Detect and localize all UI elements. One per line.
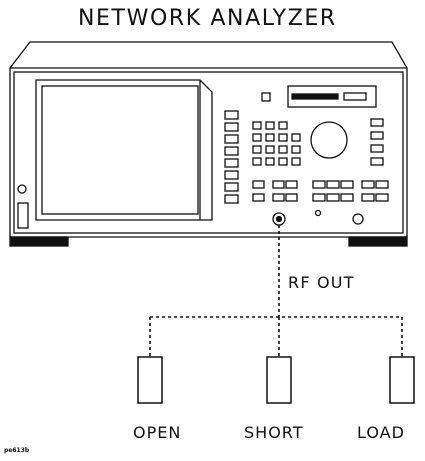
disk-drive <box>287 85 377 108</box>
load-standard <box>389 356 415 404</box>
power-indicator <box>17 184 27 194</box>
softkeys <box>224 110 239 204</box>
function-keys <box>252 180 389 202</box>
aux-connector <box>352 213 364 225</box>
open-standard <box>137 356 163 404</box>
right-keys <box>370 118 384 166</box>
rotary-knob <box>310 121 348 159</box>
short-label: SHORT <box>244 423 304 442</box>
short-standard <box>266 356 292 404</box>
cable-paths <box>149 225 403 357</box>
open-label: OPEN <box>133 423 182 442</box>
rf-out-connector <box>272 212 286 226</box>
diagram-title: NETWORK ANALYZER <box>78 6 337 31</box>
figure-id: pe613b <box>4 447 30 454</box>
indicator-square <box>261 92 271 102</box>
power-switch <box>17 202 29 229</box>
small-connector <box>314 209 322 217</box>
load-label: LOAD <box>357 423 405 442</box>
rf-out-label: RF OUT <box>288 273 355 292</box>
display-screen <box>35 79 213 221</box>
keypad <box>252 121 301 166</box>
network-analyzer-instrument <box>9 41 408 247</box>
